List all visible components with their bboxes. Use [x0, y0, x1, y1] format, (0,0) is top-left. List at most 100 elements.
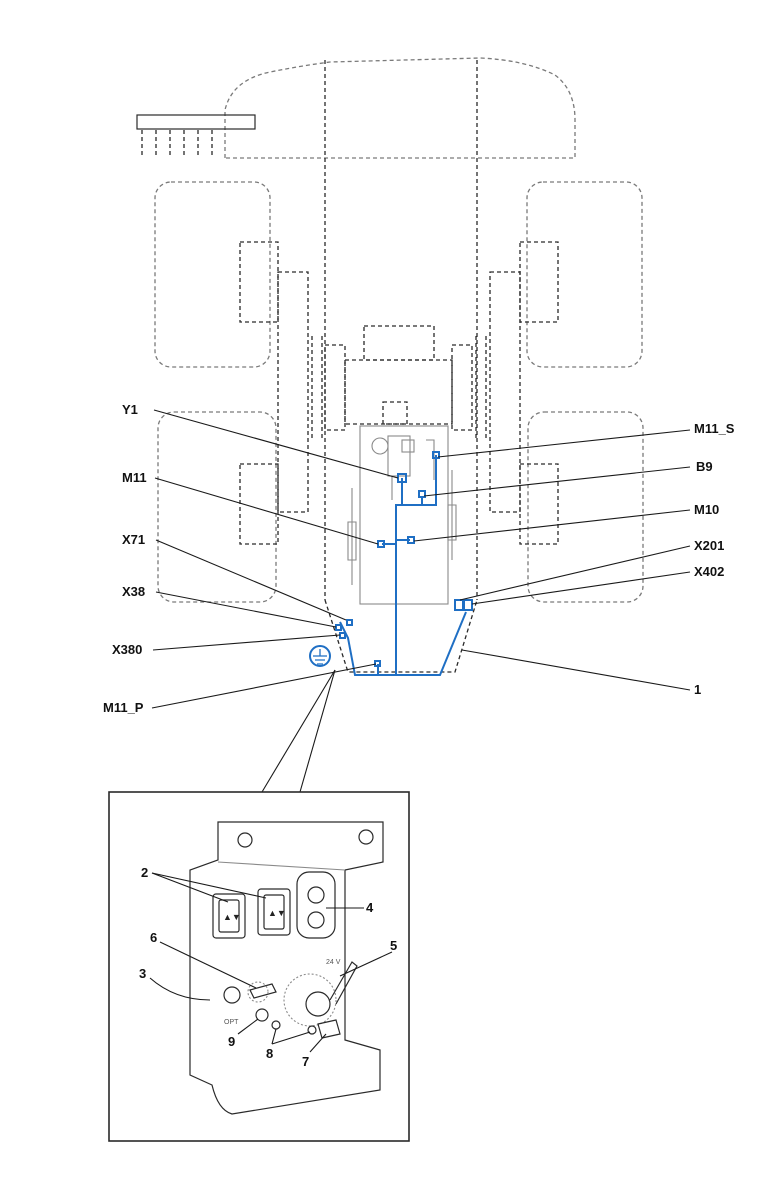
mounting-plate [189, 821, 384, 1115]
mount-hole-left [237, 832, 253, 848]
connector-m11-p [374, 660, 381, 667]
rail-inner-left [311, 336, 323, 440]
hub-lower-left [239, 463, 279, 545]
indicator-lamp [223, 986, 241, 1004]
detail-callout-right [299, 669, 336, 793]
ground-icon [309, 645, 331, 667]
machine-outline [136, 57, 644, 673]
piston-right [447, 470, 457, 560]
leader-detail-8b [271, 1031, 311, 1045]
tray-inner-lines [391, 439, 435, 500]
connector-7 [317, 1019, 341, 1039]
callout-labels: Y1 M11 X71 X38 X380 M11_P M11_S B9 M10 X… [103, 402, 735, 715]
detail-callout-left [261, 669, 336, 793]
label-1: 1 [694, 682, 701, 697]
nut-8b [307, 1025, 317, 1035]
leader-detail-7 [309, 1033, 327, 1053]
leader-detail-8a [271, 1028, 277, 1045]
toggle-switch [249, 983, 277, 999]
connector-x71 [346, 619, 353, 626]
tray-square-part [401, 439, 415, 453]
power-socket [296, 871, 336, 939]
ground-icon-lines [313, 649, 327, 665]
chassis-bottom [324, 599, 478, 673]
detail-label-9: 9 [228, 1034, 235, 1049]
label-m11-p: M11_P [103, 700, 144, 715]
key-switch-lever [329, 961, 358, 1005]
wheel-upper-right [526, 181, 643, 368]
tray-round-part [371, 437, 389, 455]
toggle-ring [247, 981, 269, 1003]
wheel-lower-left [157, 411, 277, 603]
leader-detail-6 [159, 941, 257, 989]
leader-detail-2b [151, 872, 267, 899]
wheel-upper-left [154, 181, 271, 368]
label-x380: X380 [112, 642, 142, 657]
hub-upper-right [519, 241, 559, 323]
leader-m11 [154, 477, 379, 545]
drive-unit-left [324, 344, 346, 431]
detail-label-8: 8 [266, 1046, 273, 1061]
leader-detail-2a [151, 872, 229, 903]
connector-x402 [463, 599, 473, 611]
wheel-lower-right [527, 411, 644, 603]
brush-tines [141, 130, 213, 156]
leader-x71 [155, 539, 347, 621]
detail-label-2: 2 [141, 865, 148, 880]
label-m11: M11 [122, 470, 147, 485]
mark-voltage: 24 V [326, 959, 341, 966]
connector-m10 [407, 536, 415, 544]
plate-bend [217, 861, 346, 871]
leader-b9 [423, 466, 691, 497]
hub-lower-right [519, 463, 559, 545]
label-m10: M10 [694, 502, 719, 517]
leader-m11-p [151, 663, 377, 709]
leader-x380 [152, 634, 341, 651]
detail-inset: ▲▼ ▲▼ OPT 24 V 2 [108, 791, 410, 1142]
key-switch-body [305, 991, 331, 1017]
drive-unit-top [363, 325, 435, 361]
switch-left-glyph: ▲▼ [223, 912, 241, 922]
connector-x201 [454, 599, 464, 611]
harness-left-branch [339, 621, 396, 676]
detail-label-7: 7 [302, 1054, 309, 1069]
leader-x38 [155, 591, 337, 628]
leader-detail-5 [339, 951, 393, 977]
detail-label-5: 5 [390, 938, 397, 953]
label-b9: B9 [696, 459, 713, 474]
switch-right [257, 888, 291, 936]
canopy-outline [224, 57, 576, 159]
leader-m10 [413, 509, 691, 542]
mount-hole-right [358, 829, 374, 845]
detail-frame [108, 791, 410, 1142]
central-column [324, 60, 478, 600]
rail-left [277, 271, 309, 513]
switch-right-glyph: ▲▼ [268, 908, 286, 918]
detail-label-4: 4 [366, 900, 374, 915]
harness-right-branch [396, 611, 467, 676]
leader-detail-3 [149, 977, 211, 1001]
rail-right [489, 271, 521, 513]
switch-left-rocker [218, 899, 240, 933]
label-y1: Y1 [122, 402, 138, 417]
label-x38: X38 [122, 584, 145, 599]
label-x402: X402 [694, 564, 724, 579]
nut-9 [255, 1008, 269, 1022]
piston-left [347, 488, 357, 585]
leader-x402 [471, 571, 691, 605]
component-tray [347, 425, 457, 605]
connector-m11-s [432, 451, 440, 459]
socket-pin-top [307, 886, 325, 904]
leader-x201 [459, 545, 691, 601]
detail-label-6: 6 [150, 930, 157, 945]
drive-unit-body [344, 359, 453, 425]
drive-unit-stub [382, 401, 408, 425]
brush-bar [136, 114, 256, 130]
rail-inner-right [475, 336, 487, 440]
drive-unit-right [451, 344, 473, 431]
connector-b9 [418, 490, 426, 498]
mark-opt: OPT [224, 1019, 239, 1026]
leader-1 [461, 649, 691, 691]
label-x71: X71 [122, 532, 145, 547]
